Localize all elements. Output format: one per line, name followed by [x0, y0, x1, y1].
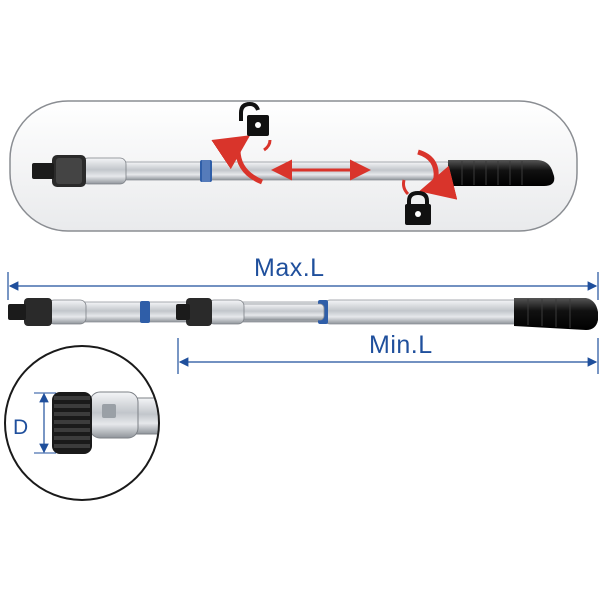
lock-icon	[405, 190, 431, 225]
unlock-icon	[239, 101, 269, 136]
unlock-rotate-arrow	[211, 135, 264, 185]
locking-detail-panel	[9, 100, 578, 232]
wrench-retracted-head	[176, 298, 325, 326]
min-length-label: Min.L	[369, 331, 433, 359]
lock-rotate-arrow	[417, 149, 458, 200]
min-length-dimension	[177, 338, 599, 374]
max-length-label: Max.L	[254, 254, 325, 282]
max-length-dimension	[7, 272, 599, 300]
head-diameter-label: D	[13, 416, 29, 439]
head-diameter-detail	[4, 345, 160, 501]
